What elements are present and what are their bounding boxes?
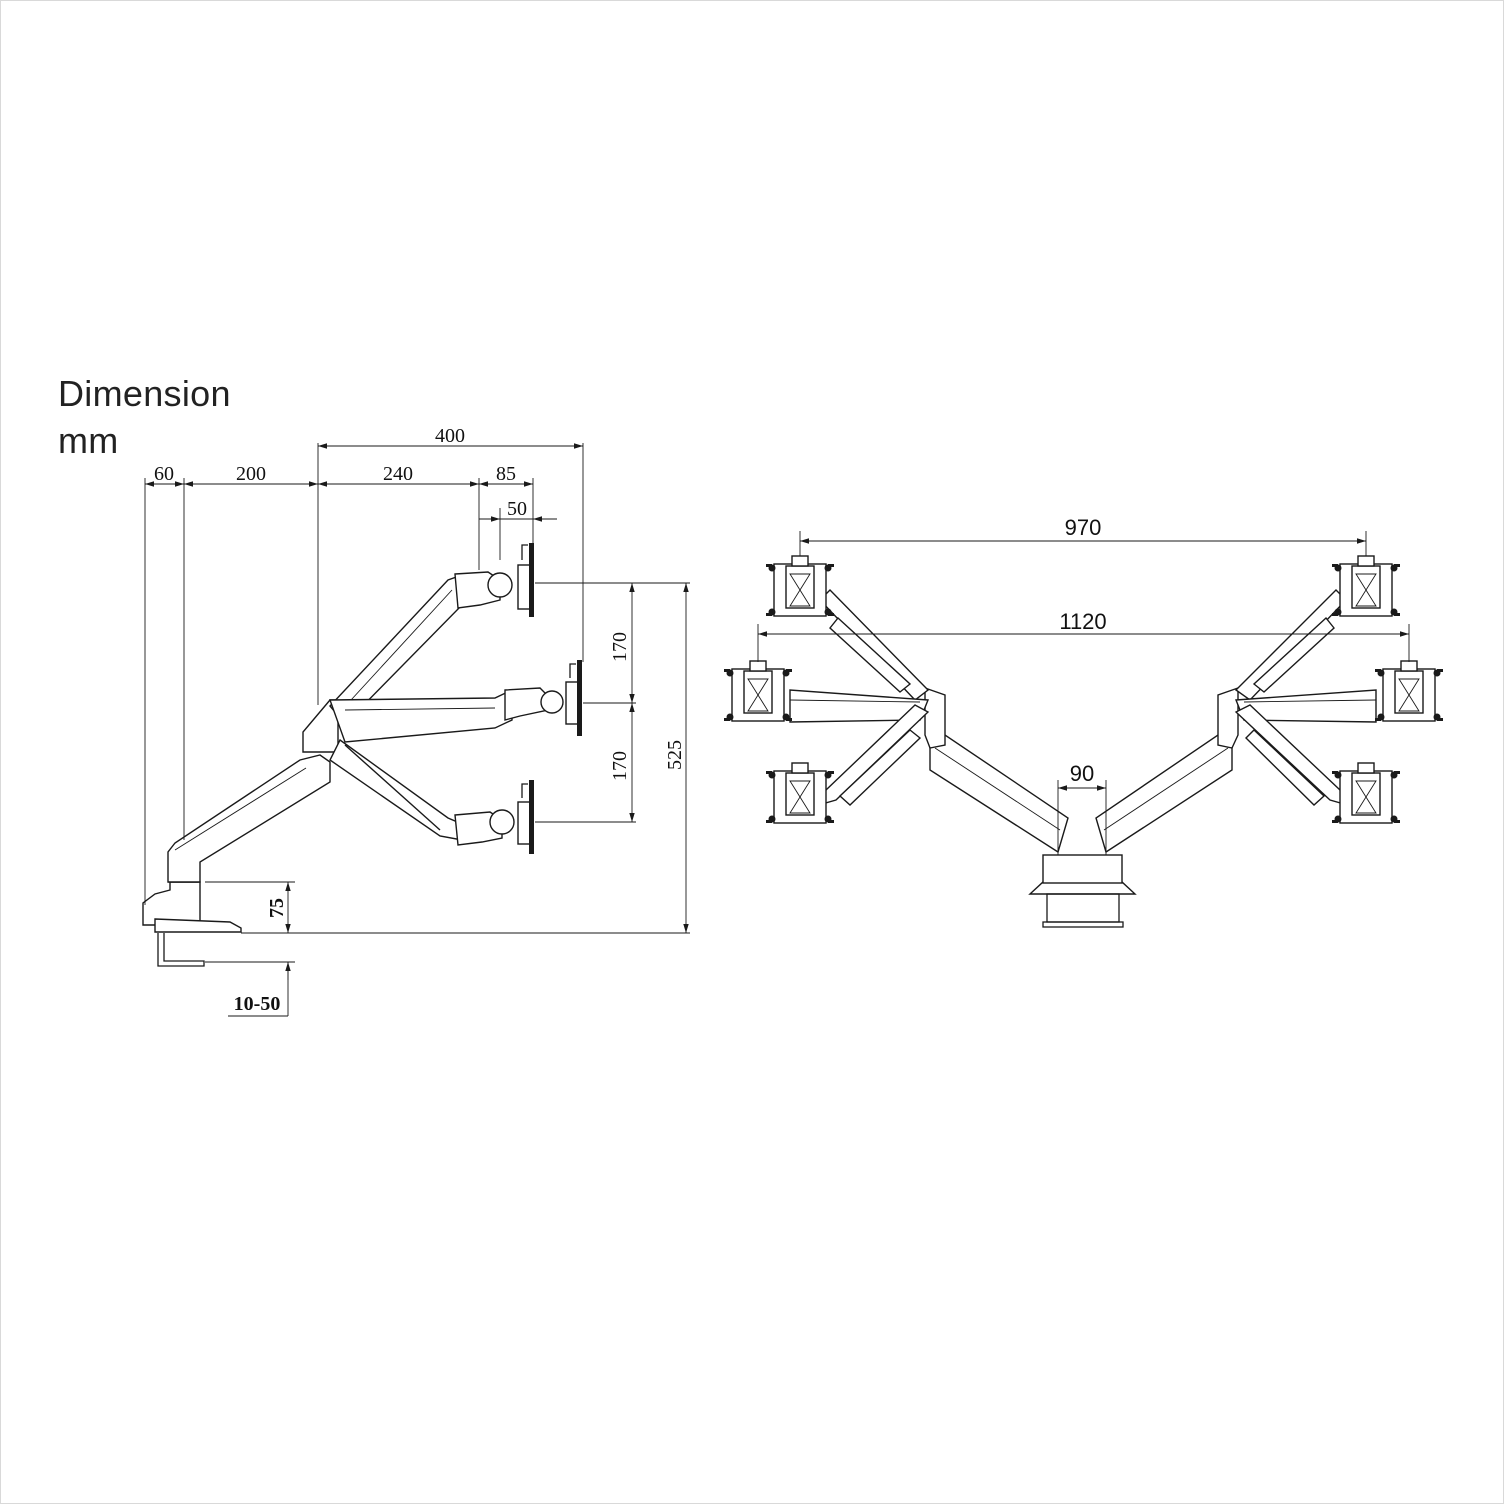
vesa-plate-right-bottom (1332, 762, 1400, 824)
dim-170-lower: 170 (609, 751, 631, 781)
dim-525: 525 (664, 740, 686, 770)
dim-85: 85 (496, 463, 516, 485)
lower-arm (167, 699, 339, 883)
desk-clamp (142, 881, 242, 967)
dim-75: 75 (266, 898, 288, 918)
drawing-title: Dimension (58, 373, 231, 414)
upper-arm-mid (329, 660, 582, 743)
dim-200: 200 (236, 463, 266, 485)
dim-clamp-range: 10-50 (234, 993, 281, 1015)
dim-90: 90 (1070, 761, 1094, 786)
lower-arms (924, 687, 1239, 854)
vesa-plate-right-mid (1375, 660, 1443, 722)
dim-170-upper: 170 (609, 632, 631, 662)
dim-970: 970 (1065, 515, 1102, 540)
dim-1120: 1120 (1059, 609, 1106, 634)
dim-400: 400 (435, 425, 465, 447)
unit-label: mm (58, 420, 119, 461)
dim-50: 50 (507, 498, 527, 520)
left-upper-arms (789, 589, 930, 806)
upper-arm-high (329, 543, 534, 726)
dim-240: 240 (383, 463, 413, 485)
vesa-plate-left-top (766, 555, 834, 617)
dimension-lines (145, 443, 689, 1017)
top-view: 970 1120 90 (724, 515, 1443, 928)
vesa-plate-left-bottom (766, 762, 834, 824)
base-plate (1028, 854, 1137, 928)
vesa-plate-right-top (1332, 555, 1400, 617)
vesa-plate-left-mid (724, 660, 792, 722)
top-dimension-lines (757, 531, 1410, 855)
extension-lines (144, 443, 690, 963)
dim-60: 60 (154, 463, 174, 485)
side-view: 400 60 200 240 85 50 170 170 525 75 10-5… (142, 425, 690, 1017)
upper-arm-low (329, 738, 534, 854)
